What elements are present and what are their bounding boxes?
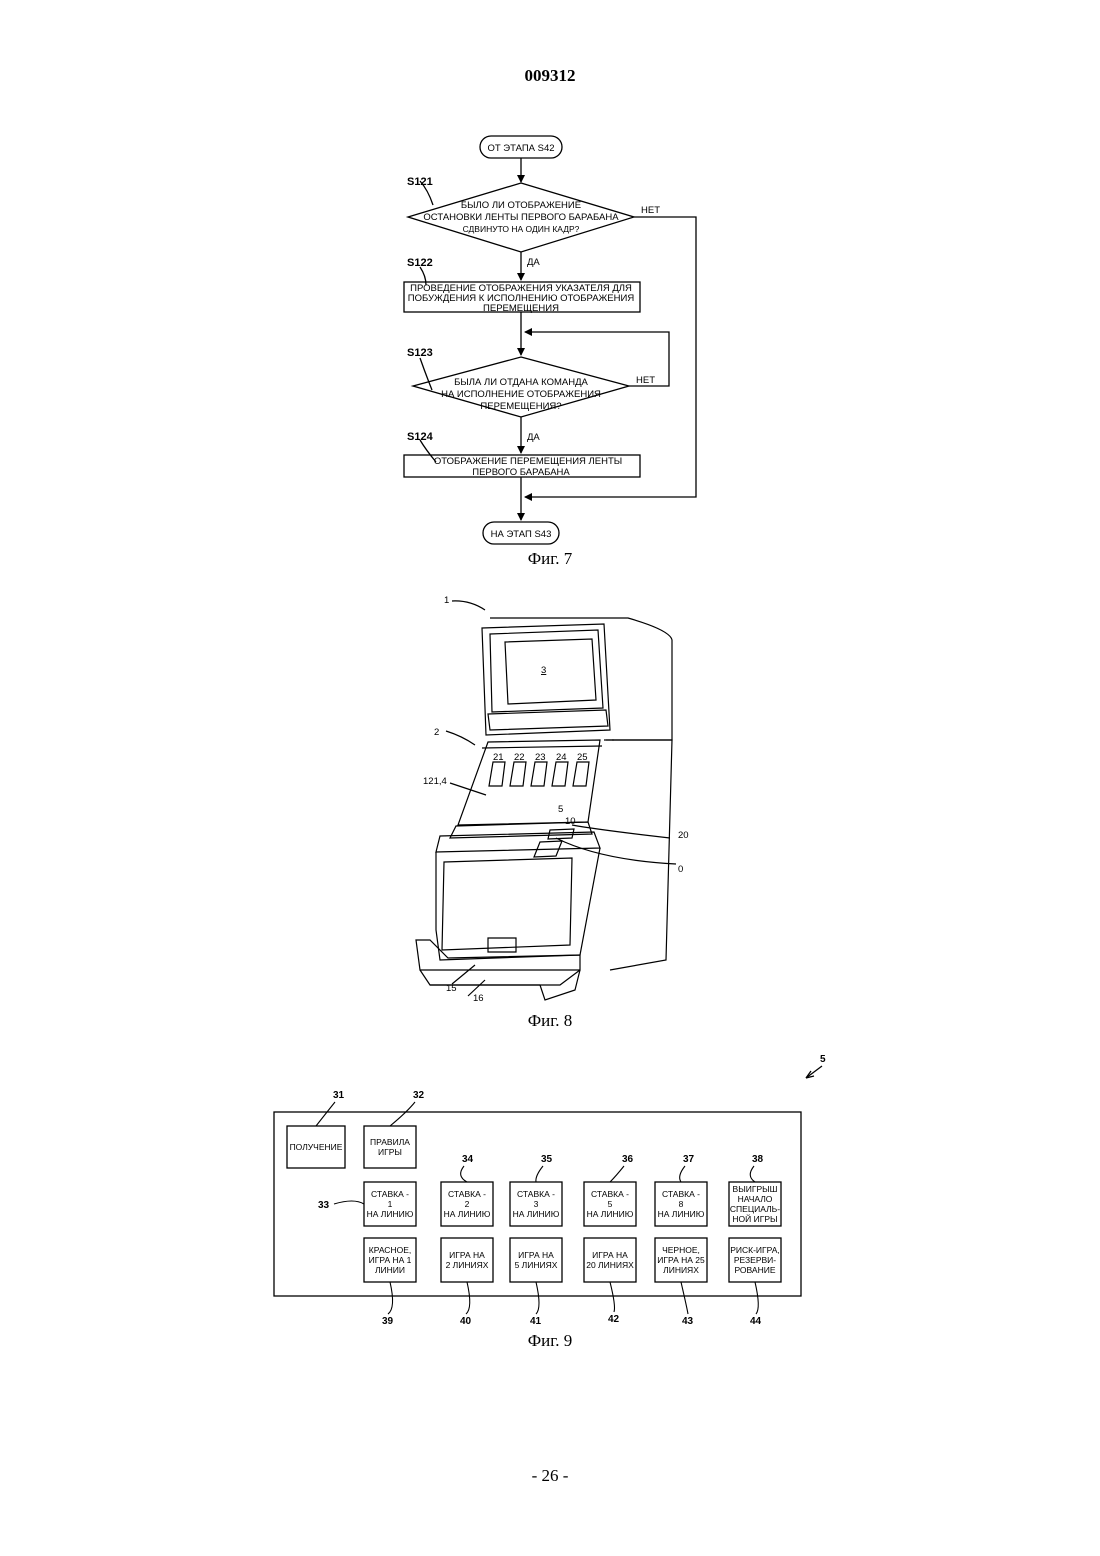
panel-button-36-text: 5 bbox=[608, 1199, 613, 1209]
panel-button-38-text: ВЫИГРЫШ bbox=[733, 1184, 778, 1194]
panel-button-37-text: НА ЛИНИЮ bbox=[658, 1209, 705, 1219]
panel-button-33-text: НА ЛИНИЮ bbox=[367, 1209, 414, 1219]
panel-button-39-text: ИГРА НА 1 bbox=[369, 1255, 412, 1265]
leader-line-35 bbox=[536, 1166, 543, 1182]
panel-button-32-text: ИГРЫ bbox=[378, 1147, 402, 1157]
leader-line-40 bbox=[466, 1282, 470, 1314]
panel-button-38-text: СПЕЦИАЛЬ- bbox=[730, 1204, 780, 1214]
ref-36: 36 bbox=[622, 1154, 634, 1165]
panel-button-32-text: ПРАВИЛА bbox=[370, 1137, 410, 1147]
panel-button-35-text: СТАВКА - bbox=[517, 1189, 555, 1199]
panel-button-35-text: 3 bbox=[534, 1199, 539, 1209]
ref-32: 32 bbox=[413, 1090, 425, 1101]
panel-button-35-text: НА ЛИНИЮ bbox=[513, 1209, 560, 1219]
panel-button-43-text: ЧЕРНОЕ, bbox=[662, 1245, 700, 1255]
ref-31: 31 bbox=[333, 1090, 345, 1101]
panel-button-33-text: 1 bbox=[388, 1199, 393, 1209]
panel-button-42-text: 20 ЛИНИЯХ bbox=[586, 1260, 634, 1270]
panel-button-40-text: ИГРА НА bbox=[449, 1250, 485, 1260]
page-footer: - 26 - bbox=[0, 1466, 1100, 1486]
panel-button-42-text: ИГРА НА bbox=[592, 1250, 628, 1260]
panel-button-36-text: СТАВКА - bbox=[591, 1189, 629, 1199]
ref-38: 38 bbox=[752, 1154, 764, 1165]
panel-button-34-text: 2 bbox=[465, 1199, 470, 1209]
leader-line-41 bbox=[536, 1282, 539, 1314]
ref-35: 35 bbox=[541, 1154, 553, 1165]
panel-button-43-text: ИГРА НА 25 bbox=[657, 1255, 705, 1265]
leader-line-39 bbox=[388, 1282, 393, 1314]
fig9-caption: Фиг. 9 bbox=[0, 1331, 1100, 1351]
panel-button-33-text: СТАВКА - bbox=[371, 1189, 409, 1199]
panel-button-40-text: 2 ЛИНИЯХ bbox=[446, 1260, 489, 1270]
leader-line-36 bbox=[610, 1166, 624, 1182]
leader-line-38 bbox=[750, 1166, 755, 1182]
leader-line-37 bbox=[680, 1166, 685, 1182]
ref-42: 42 bbox=[608, 1314, 620, 1325]
ref-43: 43 bbox=[682, 1316, 694, 1327]
panel-button-44-text: РОВАНИЕ bbox=[734, 1265, 775, 1275]
panel-button-34-text: СТАВКА - bbox=[448, 1189, 486, 1199]
ref-33: 33 bbox=[318, 1200, 330, 1211]
panel-button-37-text: СТАВКА - bbox=[662, 1189, 700, 1199]
panel-button-39-text: КРАСНОЕ, bbox=[369, 1245, 411, 1255]
panel-button-39-text: ЛИНИИ bbox=[375, 1265, 405, 1275]
panel-button-41-text: 5 ЛИНИЯХ bbox=[515, 1260, 558, 1270]
panel-button-44-text: РИСК-ИГРА, bbox=[730, 1245, 780, 1255]
ref-41: 41 bbox=[530, 1316, 542, 1327]
leader-line-44 bbox=[755, 1282, 758, 1314]
panel-button-37-text: 8 bbox=[679, 1199, 684, 1209]
ref-44: 44 bbox=[750, 1316, 762, 1327]
panel-button-38-text: НОЙ ИГРЫ bbox=[732, 1213, 777, 1224]
panel-button-44-text: РЕЗЕРВИ- bbox=[734, 1255, 776, 1265]
leader-line-34 bbox=[461, 1166, 467, 1182]
ref-40: 40 bbox=[460, 1316, 472, 1327]
panel-button-43-text: ЛИНИЯХ bbox=[663, 1265, 699, 1275]
panel-button-34-text: НА ЛИНИЮ bbox=[444, 1209, 491, 1219]
leader-line-43 bbox=[681, 1282, 688, 1314]
panel-button-31-text: ПОЛУЧЕНИЕ bbox=[290, 1142, 343, 1152]
ref-34: 34 bbox=[462, 1154, 474, 1165]
leader-line-33 bbox=[334, 1201, 364, 1204]
leader-line-42 bbox=[610, 1282, 615, 1312]
panel-button-36-text: НА ЛИНИЮ bbox=[587, 1209, 634, 1219]
leader-line-32 bbox=[390, 1102, 415, 1126]
panel-ref-5: 5 bbox=[820, 1054, 826, 1065]
panel-button-41-text: ИГРА НА bbox=[518, 1250, 554, 1260]
ref-39: 39 bbox=[382, 1316, 394, 1327]
leader-line-31 bbox=[316, 1102, 335, 1126]
ref-37: 37 bbox=[683, 1154, 695, 1165]
panel-button-38-text: НАЧАЛО bbox=[738, 1194, 773, 1204]
